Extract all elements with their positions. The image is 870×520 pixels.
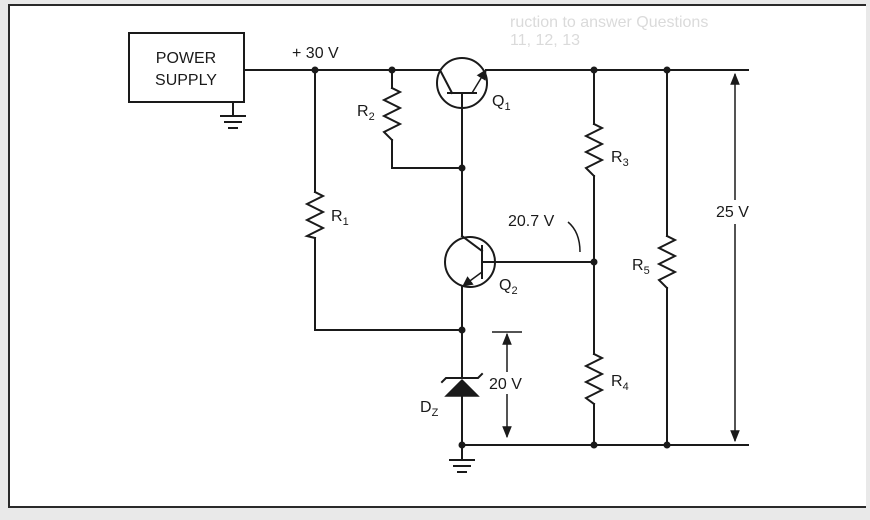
q1-label: Q1	[492, 93, 511, 113]
zener-voltage-label: 20 V	[489, 376, 522, 393]
resistor-r2	[381, 86, 403, 142]
power-supply-label-line2: SUPPLY	[155, 72, 217, 89]
r2-branch-wire	[391, 69, 463, 169]
ground-symbol	[449, 444, 475, 473]
base-voltage-label: 20.7 V	[508, 213, 555, 230]
power-supply-label-line1: POWER	[156, 50, 216, 67]
resistor-r3	[583, 122, 605, 178]
r1-label: R1	[331, 208, 349, 228]
transistor-q2	[444, 234, 595, 331]
rail-voltage-label: + 30 V	[292, 45, 339, 62]
q2-label: Q2	[499, 277, 518, 297]
base-voltage-leader	[567, 221, 581, 253]
junction-dots	[311, 66, 671, 449]
r1-branch-wire	[314, 69, 463, 331]
resistor-r1	[304, 190, 326, 240]
zener-diode-dz	[440, 372, 484, 397]
r3-label: R3	[611, 149, 629, 169]
transistor-q1	[436, 57, 488, 169]
bleed-through-text: ruction to answer Questions 11, 12, 13	[510, 14, 870, 74]
resistor-r4	[583, 352, 605, 406]
r2-label: R2	[357, 103, 375, 123]
supply-ground-symbol	[220, 101, 246, 129]
r4-label: R4	[611, 373, 629, 393]
dz-label: DZ	[420, 399, 439, 419]
bleed-through-line-1: ruction to answer Questions	[510, 14, 709, 31]
output-voltage-label: 25 V	[716, 204, 749, 221]
bleed-through-line-2: 11, 12, 13	[510, 32, 580, 49]
zener-voltage-dimension	[492, 331, 522, 439]
r5-label: R5	[632, 257, 650, 277]
resistor-r5	[656, 234, 678, 290]
power-supply: POWER SUPPLY	[128, 32, 245, 103]
